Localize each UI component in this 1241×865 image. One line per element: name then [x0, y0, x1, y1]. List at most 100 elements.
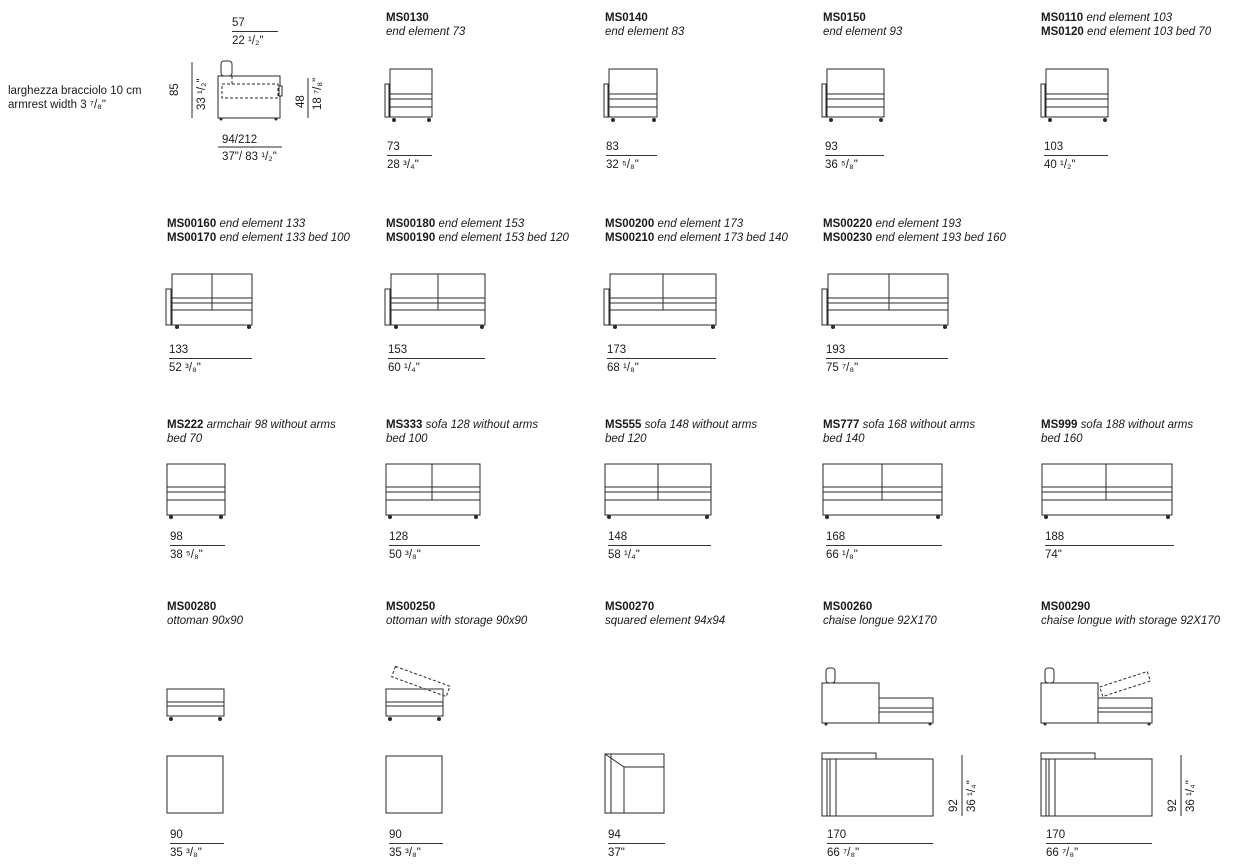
dimension-ms0140: 83 32 ⁵/₈" [606, 140, 657, 172]
item-desc: end element 133 [219, 218, 306, 230]
drawing-ms00250-top [385, 755, 443, 814]
dimension-cm: 193 [826, 344, 846, 356]
item-code: MS00200 [605, 218, 655, 230]
item-code-2: MS0120 [1041, 26, 1084, 38]
item-code: MS00250 [386, 601, 436, 613]
item-header-ms333: MS333 sofa 128 without arms bed 100 [386, 418, 538, 446]
dimension-ms00250: 90 35 ³/₈" [389, 828, 443, 860]
drawing-ms00280-top [166, 755, 224, 814]
item-desc-line2: bed 70 [167, 433, 203, 445]
drawing-ms00200 [603, 273, 717, 329]
drawing-ms00290-top [1040, 752, 1182, 817]
dimension-cm: 83 [606, 141, 619, 153]
item-code-2: MS00190 [386, 232, 436, 244]
dimension-in: 40 ¹/₂" [1044, 159, 1076, 171]
item-header-ms0140: MS0140 end element 83 [605, 11, 684, 39]
drawing-ms00220 [821, 273, 949, 329]
item-code: MS0140 [605, 12, 648, 24]
item-desc-2: end element 133 bed 100 [219, 232, 350, 244]
dimension-rule [389, 545, 480, 546]
drawing-ms777 [822, 463, 943, 519]
dimension-in: 35 ³/₈" [389, 847, 421, 859]
dimension-rule [1045, 545, 1174, 546]
item-code: MS00160 [167, 218, 217, 230]
item-header-ms0130: MS0130 end element 73 [386, 11, 465, 39]
dimension-cm: 73 [387, 141, 400, 153]
chaise-side-cm-ms00290: 92 [1167, 799, 1179, 812]
dimension-cm: 93 [825, 141, 838, 153]
item-desc: squared element 94x94 [605, 615, 726, 627]
item-desc: end element 93 [823, 26, 903, 38]
item-header-ms00220: MS00220 end element 193 MS00230 end elem… [823, 217, 1006, 245]
item-desc: sofa 148 without arms [644, 419, 758, 431]
drawing-ms00260-top [821, 752, 963, 817]
dimension-in: 58 ¹/₄" [608, 549, 640, 561]
drawing-ms00250-side [385, 665, 451, 721]
item-desc-2: end element 103 bed 70 [1087, 26, 1212, 38]
dimension-in: 52 ³/₈" [169, 362, 201, 374]
item-desc-line2: bed 140 [823, 433, 865, 445]
drawing-ms555 [604, 463, 712, 519]
armrest-side-drawing [191, 60, 309, 148]
item-header-ms555: MS555 sofa 148 without arms bed 120 [605, 418, 757, 446]
dimension-rule [169, 358, 252, 359]
drawing-ms00160 [165, 273, 253, 329]
dimension-rule [389, 843, 443, 844]
dimension-rule [608, 545, 711, 546]
item-header-ms00270: MS00270 squared element 94x94 [605, 600, 725, 628]
armrest-depth-cm: 94/212 [222, 134, 258, 146]
item-code-2: MS00230 [823, 232, 873, 244]
dimension-in: 32 ⁵/₈" [606, 159, 639, 171]
dimension-rule [170, 545, 225, 546]
dimension-in: 28 ³/₄" [387, 159, 419, 171]
item-desc: sofa 188 without arms [1080, 419, 1194, 431]
dimension-rule [826, 545, 942, 546]
dimension-cm: 170 [1046, 829, 1066, 841]
drawing-ms00280-side [166, 688, 225, 721]
chaise-side-in-ms00290: 36 ¹/₄" [1185, 780, 1197, 812]
chaise-side-cm-ms00260: 92 [948, 799, 960, 812]
dimension-cm: 128 [389, 531, 409, 543]
item-header-ms00250: MS00250 ottoman with storage 90x90 [386, 600, 527, 628]
dimension-in: 60 ¹/₄" [388, 362, 420, 374]
dimension-rule [827, 843, 933, 844]
item-code: MS999 [1041, 419, 1078, 431]
item-desc: chaise longue with storage 92X170 [1041, 615, 1221, 627]
item-header-ms0150: MS0150 end element 93 [823, 11, 902, 39]
item-code: MS00220 [823, 218, 873, 230]
item-code: MS0110 [1041, 12, 1084, 24]
item-code-2: MS00170 [167, 232, 217, 244]
drawing-ms00180 [384, 273, 486, 329]
item-code: MS777 [823, 419, 860, 431]
item-desc: end element 83 [605, 26, 685, 38]
dimension-rule [606, 155, 657, 156]
item-code: MS555 [605, 419, 642, 431]
drawing-ms00270-top [604, 753, 665, 814]
dimension-rule [826, 358, 948, 359]
armrest-seat-cm: 48 [295, 95, 307, 108]
armrest-depth-in: 37"/ 83 ¹/₂" [222, 151, 277, 163]
item-code: MS00180 [386, 218, 436, 230]
drawing-ms0140 [603, 68, 658, 122]
item-header-ms0110: MS0110 end element 103 MS0120 end elemen… [1041, 11, 1211, 39]
item-code: MS00290 [1041, 601, 1091, 613]
dimension-cm: 90 [389, 829, 402, 841]
item-code: MS0150 [823, 12, 866, 24]
dimension-cm: 153 [388, 344, 408, 356]
item-desc-2: end element 173 bed 140 [657, 232, 788, 244]
armrest-height-cm: 85 [169, 83, 181, 96]
item-desc-2: end element 193 bed 160 [875, 232, 1006, 244]
dimension-cm: 188 [1045, 531, 1065, 543]
dimension-rule [607, 358, 716, 359]
dimension-in: 38 ⁵/₈" [170, 549, 203, 561]
item-desc: ottoman with storage 90x90 [386, 615, 528, 627]
item-desc: end element 193 [875, 218, 962, 230]
item-code-2: MS00210 [605, 232, 655, 244]
